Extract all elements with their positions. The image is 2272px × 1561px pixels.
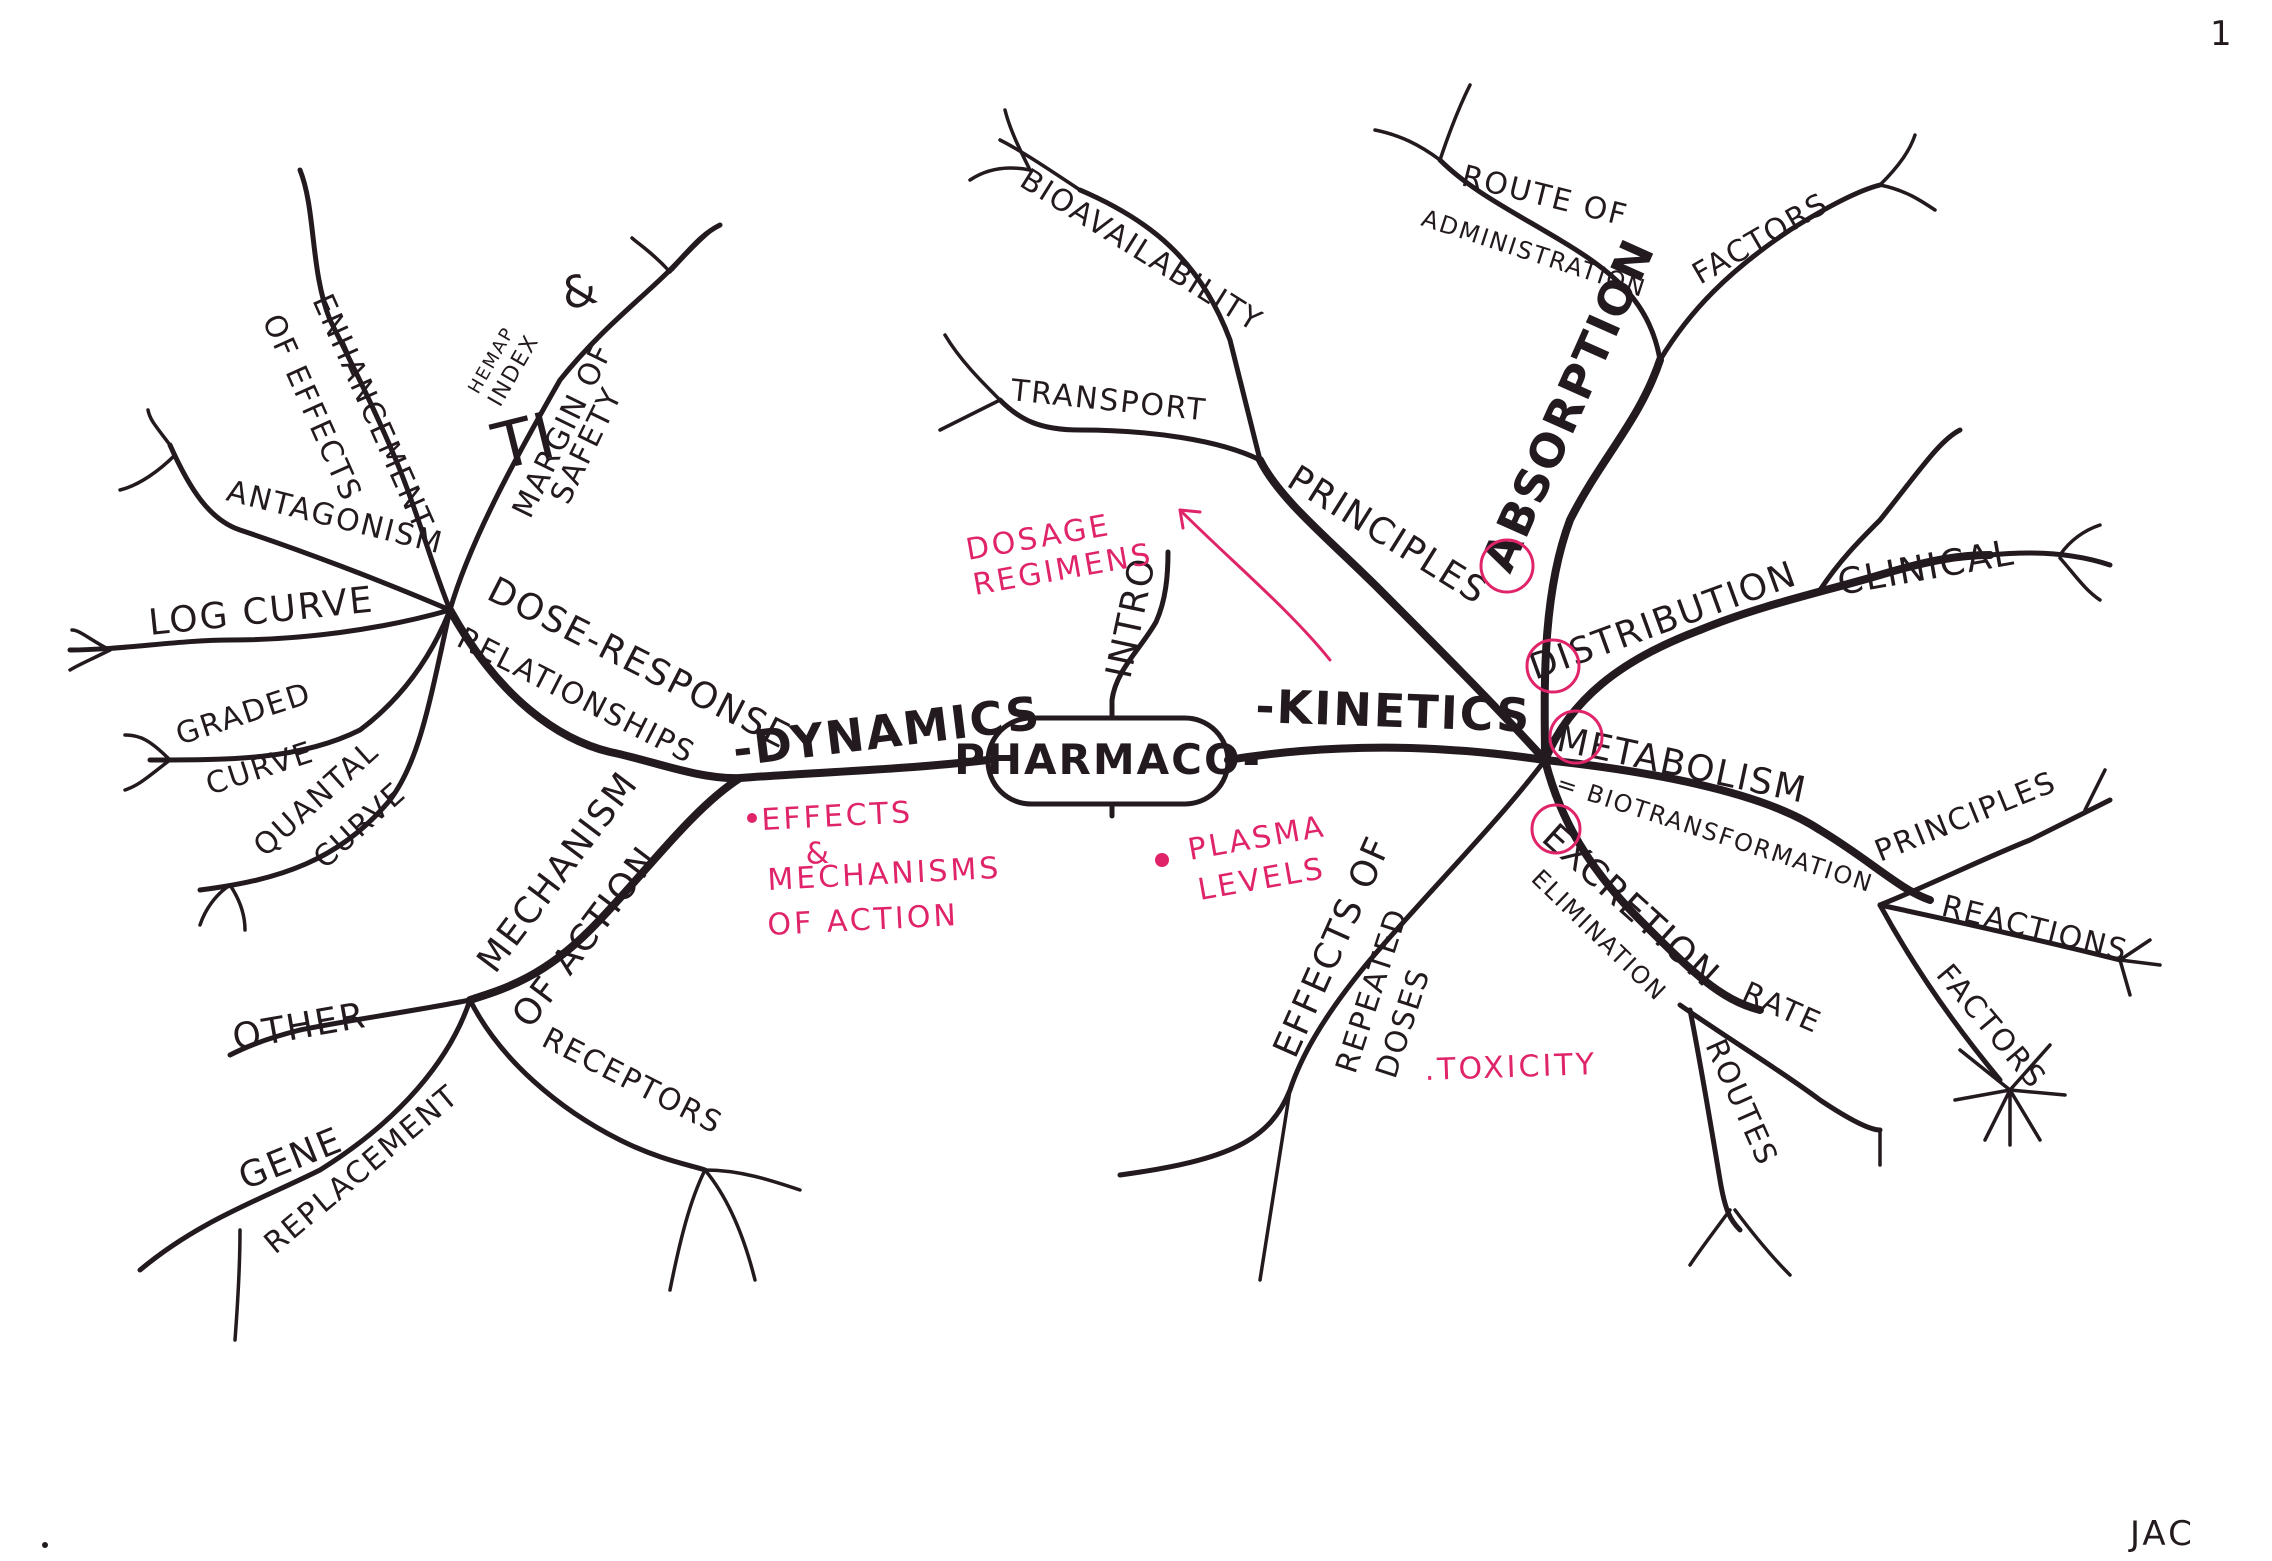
log-twig-1: [70, 628, 112, 652]
graded-twig-2: [123, 758, 172, 792]
metabolism-highlight-circle: [1548, 709, 1604, 765]
rate-label: RATE: [1737, 975, 1827, 1041]
page-number: 1: [2210, 14, 2235, 54]
plasma-note-bullet: [1155, 853, 1169, 867]
met-principles-branch: [1877, 797, 2113, 908]
principles-branch: [1256, 456, 1549, 764]
receptors-twig-3: [703, 1168, 802, 1192]
repeated-twig-1: [1258, 1088, 1292, 1282]
absorption-branch: [1540, 356, 1664, 764]
met-reactions-twigs: [2118, 938, 2162, 997]
factors-twig-1: [1878, 133, 1917, 187]
route-twig-2: [1373, 128, 1442, 162]
clinical-twig-2: [2058, 556, 2102, 602]
kinetics-main-branch: [1224, 743, 1549, 764]
bio-twig-1: [998, 138, 1082, 192]
bio-twig-2: [1003, 108, 1032, 172]
dynamics-main-branch: [446, 606, 992, 783]
corner-dot: [42, 1542, 48, 1548]
metabolism-branch: [1541, 756, 1934, 904]
quantal-twig-1: [198, 883, 232, 927]
repeated-doses-branch: [1117, 757, 1548, 1178]
toxicity-note: .TOXICITY: [1424, 1047, 1598, 1088]
clinical-twig-1: [2058, 523, 2102, 557]
met-principles-label: PRINCIPLES: [1870, 765, 2062, 870]
transport-label: TRANSPORT: [1008, 373, 1208, 428]
routes-twig-1: [1733, 1208, 1792, 1277]
excretion-branch: [1541, 756, 1764, 1014]
transport-branch: [997, 397, 1263, 463]
kinetics-branches: [938, 83, 2162, 1282]
distribution-branch: [1541, 551, 1994, 764]
other-label: OTHER: [229, 995, 369, 1059]
routes-label: ROUTES: [1698, 1034, 1785, 1171]
gene-branch: [137, 997, 473, 1273]
distribution-twig-up: [1817, 427, 1963, 593]
gene-twig-1: [233, 1228, 242, 1342]
route-branch: [1437, 157, 1663, 363]
excretion-highlight-circle: [1530, 803, 1582, 855]
effects-note-line-3: MECHANISMS: [767, 851, 1003, 898]
kinetics-label: -KINETICS: [1255, 679, 1533, 743]
factors-twig-2: [1878, 183, 1937, 212]
receptors-label: RECEPTORS: [536, 1021, 728, 1142]
effects-note-line-4: OF ACTION: [767, 898, 960, 943]
transport-twig-1: [943, 333, 1002, 402]
met-reactions-branch: [1877, 902, 2123, 963]
antagonism-twig-1: [146, 408, 172, 447]
receptors-twig-2: [703, 1168, 757, 1282]
absorption-highlight-circle: [1479, 538, 1535, 594]
clinical-branch: [1987, 550, 2113, 568]
dosage-arrow-head: [1178, 508, 1202, 530]
graded-twig-1: [123, 733, 172, 762]
met-factors-twigs: [1953, 1043, 2067, 1147]
factors-branch: [1657, 182, 1883, 363]
receptors-branch: [467, 997, 708, 1173]
routes-twig-2: [1688, 1208, 1732, 1267]
dynamics-branches: [67, 167, 992, 1342]
rate-branch: [1677, 1002, 1883, 1133]
log-curve-branch: [67, 607, 453, 653]
factors-label: FACTORS: [1687, 186, 1836, 292]
margin-twig-1: [630, 236, 672, 274]
routes-branch: [1687, 1007, 1743, 1233]
bioavailability-label: BIOAVAILABILITY: [1014, 162, 1269, 339]
transport-twig-2: [938, 398, 1002, 432]
quantal-branch: [197, 607, 453, 893]
met-reactions-label: REACTIONS: [1938, 889, 2132, 969]
mechanism-branch: [466, 774, 744, 1004]
log-twig-2: [68, 648, 112, 672]
met-factors-branch: [1877, 902, 2003, 1083]
antagonism-twig-2: [118, 453, 177, 492]
receptors-twig-1: [668, 1168, 707, 1292]
principles-label: PRINCIPLES: [1280, 458, 1495, 613]
bioavailability-branch: [1077, 187, 1263, 463]
clinical-label: CLINICAL: [1834, 532, 2018, 603]
graded-branch: [147, 607, 453, 763]
other-branch: [227, 997, 473, 1058]
antagonism-branch: [167, 442, 453, 613]
dosage-arrow-line: [1178, 508, 1332, 662]
effects-note-line-1: EFFECTS: [761, 795, 914, 838]
distribution-label: DISTRIBUTION: [1524, 554, 1803, 689]
distribution-highlight-circle: [1525, 638, 1581, 694]
route-twig-1: [1438, 83, 1472, 162]
quantal-twig-2: [228, 883, 247, 932]
center-label: PHARMACO-: [954, 735, 1262, 784]
effects-note-bullet: [747, 813, 757, 823]
effects-note-line-2: &: [805, 836, 833, 872]
bio-twig-3: [968, 166, 1032, 182]
margin-twig-2: [670, 228, 714, 272]
met-principles-twig: [2083, 768, 2107, 812]
author-initials: JAC: [2128, 1514, 2195, 1554]
ampersand-label: &: [556, 262, 604, 320]
intro-branch: [1109, 549, 1171, 721]
enhancement-branch: [297, 167, 453, 613]
